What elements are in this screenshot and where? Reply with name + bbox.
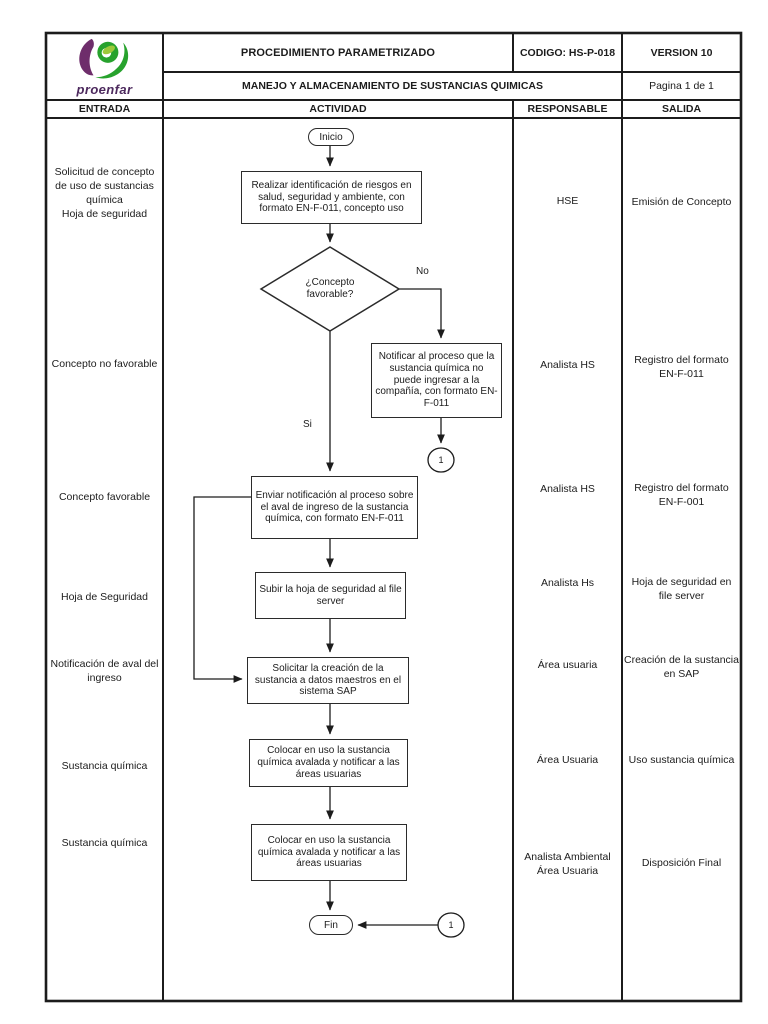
responsable-area-usuaria-2: Área Usuaria (536, 754, 599, 766)
branch-no-label: No (416, 266, 429, 277)
flow-step-colocar-disposicion: Colocar en uso la sustancia química aval… (251, 824, 407, 881)
decision-question: ¿Concepto favorable? (305, 277, 355, 300)
flow-step-subir-hoja: Subir la hoja de seguridad al file serve… (255, 572, 406, 619)
connector-circle-end (437, 912, 465, 938)
connector-circle-top (427, 447, 455, 473)
entrada-solicitud: Solicitud de concepto de uso de sustanci… (48, 166, 161, 221)
salida-emision-concepto: Emisión de Concepto (631, 196, 732, 208)
flow-step-enviar-notificacion: Enviar notificación al proceso sobre el … (251, 476, 418, 539)
entrada-concepto-favorable: Concepto favorable (58, 491, 151, 503)
column-header-entrada: ENTRADA (78, 103, 131, 115)
responsable-hse: HSE (556, 195, 579, 207)
flow-step-realizar-identificacion: Realizar identificación de riesgos en sa… (241, 171, 422, 224)
table-outer-border (44, 31, 743, 1003)
responsable-analista-ambiental: Analista Ambiental Área Usuaria (515, 851, 620, 879)
responsable-analista-ambiental-line1: Analista Ambiental (524, 851, 611, 863)
responsable-analista-ambiental-line2: Área Usuaria (536, 864, 599, 877)
salida-disposicion-final: Disposición Final (641, 857, 722, 869)
page-number: Pagina 1 de 1 (649, 80, 714, 92)
responsable-area-usuaria-1: Área usuaria (537, 659, 598, 671)
flow-step-colocar-uso: Colocar en uso la sustancia química aval… (249, 739, 408, 787)
column-header-responsable: RESPONSABLE (527, 103, 608, 115)
connector-top-number: 1 (438, 455, 444, 465)
entrada-sustancia-quimica-2: Sustancia química (61, 837, 148, 849)
entrada-solicitud-line1: Solicitud de concepto de uso de sustanci… (54, 166, 155, 206)
entrada-solicitud-line2: Hoja de seguridad (61, 207, 148, 220)
salida-uso-sustancia: Uso sustancia química (628, 754, 735, 766)
brand-name: proenfar (76, 81, 133, 97)
flow-start-terminator: Inicio (308, 128, 354, 146)
salida-registro-en-f-011: Registro del formato EN-F-011 (634, 354, 729, 380)
responsable-analista-hs-2: Analista HS (540, 483, 595, 495)
document-title: PROCEDIMIENTO PARAMETRIZADO (240, 46, 436, 59)
entrada-notificacion-aval: Notificación de aval del ingreso (50, 658, 159, 684)
document-code: CODIGO: HS-P-018 (519, 46, 616, 59)
salida-creacion-sap: Creación de la sustancia en SAP (624, 654, 739, 680)
flow-step-notificar-no-ingreso: Notificar al proceso que la sustancia qu… (371, 343, 502, 418)
decision-diamond (259, 246, 401, 332)
branch-si-label: Si (303, 419, 312, 430)
responsable-analista-hs-1: Analista HS (540, 359, 595, 371)
column-header-actividad: ACTIVIDAD (309, 103, 367, 115)
document-subtitle: MANEJO Y ALMACENAMIENTO DE SUSTANCIAS QU… (241, 80, 544, 92)
flow-end-terminator: Fin (309, 915, 353, 935)
entrada-concepto-no-favorable: Concepto no favorable (51, 358, 158, 370)
entrada-hoja-seguridad: Hoja de Seguridad (61, 591, 148, 603)
salida-hoja-file-server: Hoja de seguridad en file server (631, 576, 732, 602)
entrada-sustancia-quimica-1: Sustancia química (61, 760, 148, 772)
salida-registro-en-f-001: Registro del formato EN-F-001 (634, 482, 729, 508)
flow-step-solicitar-creacion: Solicitar la creación de la sustancia a … (247, 657, 409, 704)
connector-end-number: 1 (448, 920, 454, 930)
column-header-salida: SALIDA (661, 103, 702, 115)
company-logo: proenfar (46, 33, 163, 100)
document-version: VERSION 10 (650, 46, 713, 59)
proenfar-logo-icon (78, 38, 128, 78)
responsable-analista-hs-3: Analista Hs (540, 577, 595, 589)
